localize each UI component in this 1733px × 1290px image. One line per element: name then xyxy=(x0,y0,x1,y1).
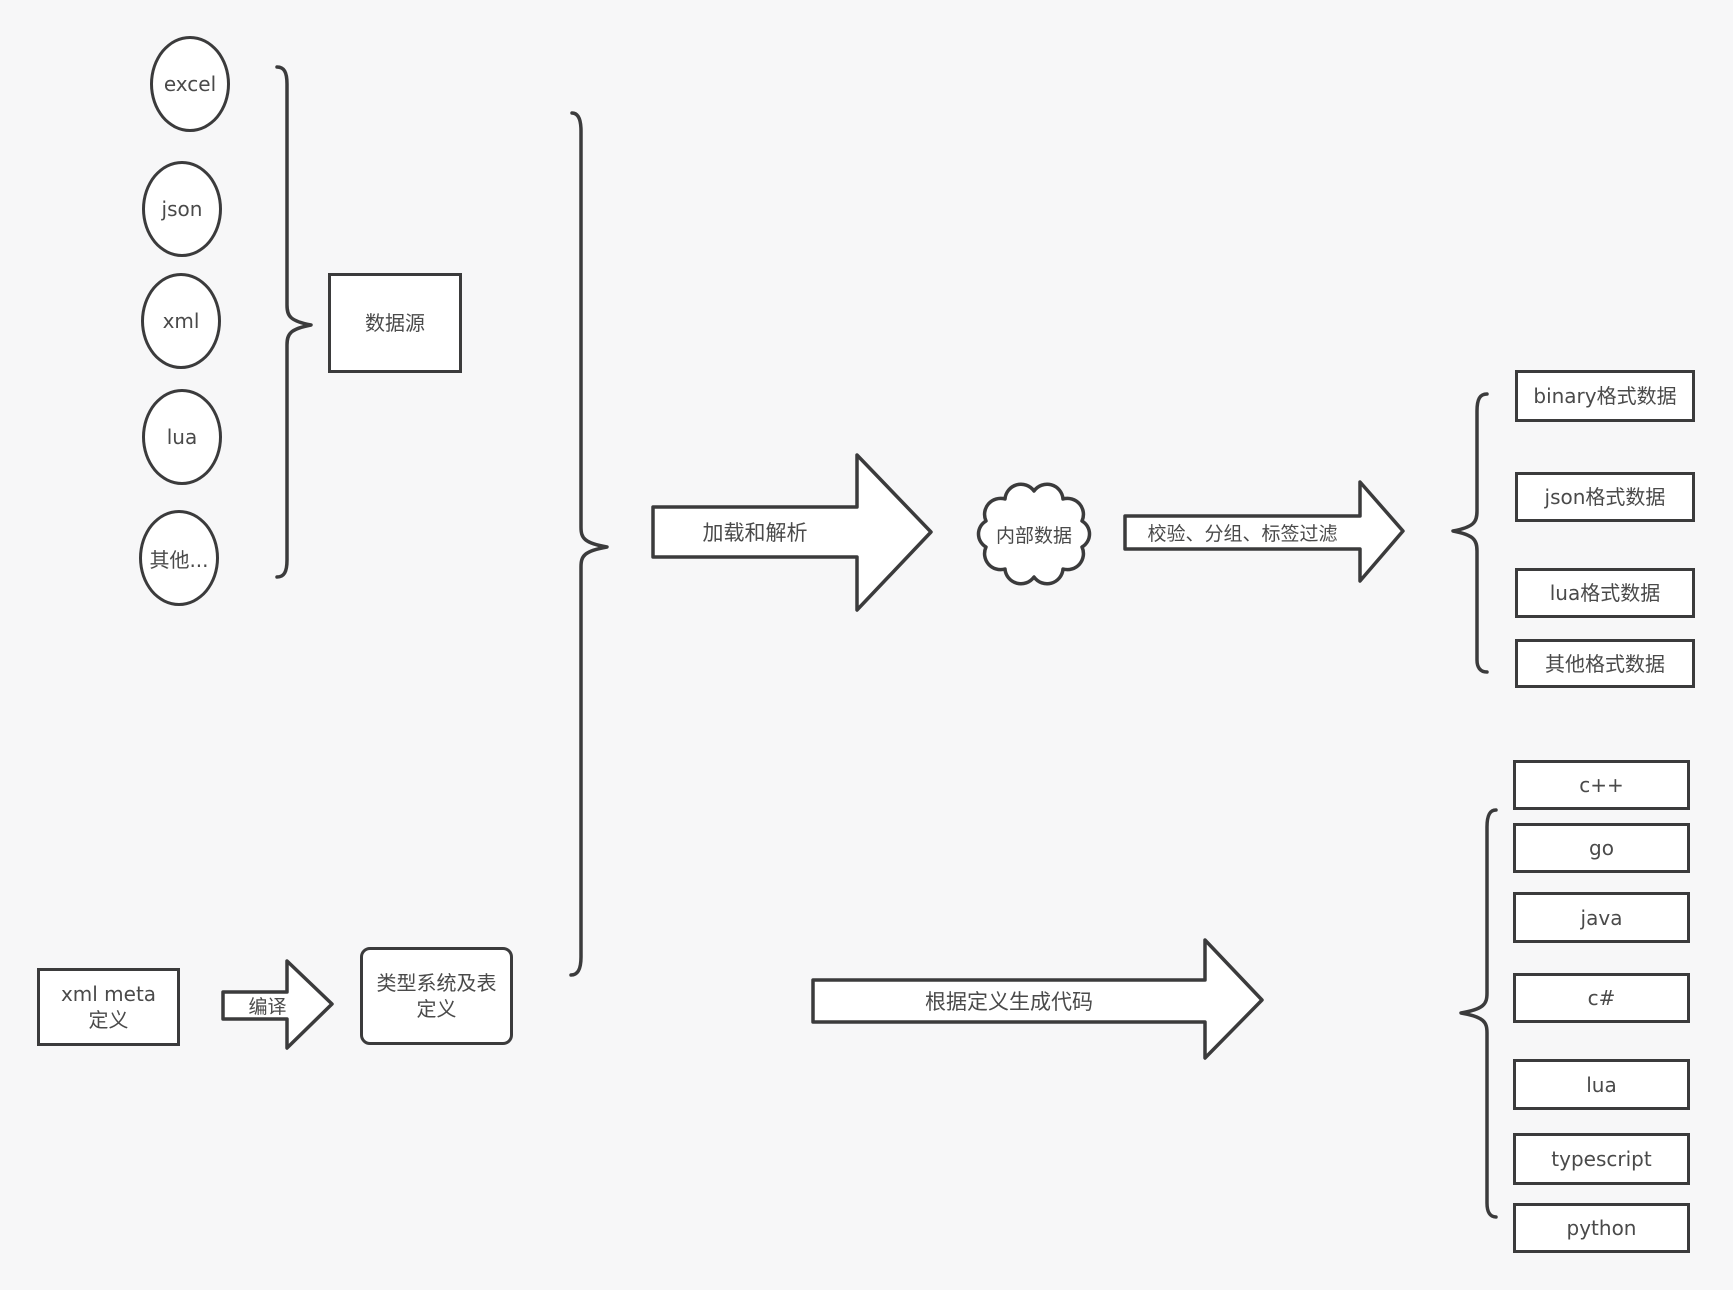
source-node-label: excel xyxy=(163,72,217,96)
compile-arrow-label: 编译 xyxy=(248,995,287,1018)
language-box-label: c++ xyxy=(1579,773,1624,797)
language-box-go: go xyxy=(1513,823,1690,873)
internal-data-label: 内部数据 xyxy=(995,524,1072,547)
load-parse-arrow-label: 加载和解析 xyxy=(702,521,808,545)
formats-brace xyxy=(1451,392,1489,674)
xml-meta-label: xml meta定义 xyxy=(60,982,157,1032)
language-box-typescript: typescript xyxy=(1513,1133,1690,1185)
type-system-label: 类型系统及表定义 xyxy=(376,971,497,1021)
source-node-xml: xml xyxy=(141,273,221,369)
language-box-label: typescript xyxy=(1551,1147,1652,1171)
source-node-json: json xyxy=(142,161,222,257)
pipeline-input-brace xyxy=(569,111,609,977)
filter-arrow-label: 校验、分组、标签过滤 xyxy=(1147,522,1338,545)
xml-meta-box: xml meta定义 xyxy=(37,968,180,1046)
language-box-csharp: c# xyxy=(1513,973,1690,1023)
compile-arrow xyxy=(221,959,334,1050)
source-node-label: json xyxy=(161,197,203,221)
format-box-other: 其他格式数据 xyxy=(1515,639,1695,688)
type-system-box: 类型系统及表定义 xyxy=(360,947,513,1045)
language-box-lua: lua xyxy=(1513,1059,1690,1110)
source-node-label: 其他... xyxy=(149,547,209,572)
codegen-arrow xyxy=(811,938,1264,1060)
language-box-cpp: c++ xyxy=(1513,760,1690,810)
languages-brace xyxy=(1459,808,1498,1219)
datasource-group-label: 数据源 xyxy=(365,311,425,335)
source-node-other: 其他... xyxy=(139,510,219,606)
source-node-label: lua xyxy=(166,425,198,449)
internal-data-cloud xyxy=(976,482,1092,586)
source-node-label: xml xyxy=(162,309,200,333)
language-box-label: java xyxy=(1580,905,1623,930)
filter-arrow xyxy=(1123,480,1405,583)
source-node-lua: lua xyxy=(142,389,222,485)
datasource-group-box: 数据源 xyxy=(328,273,462,373)
format-box-json: json格式数据 xyxy=(1515,472,1695,522)
format-box-label: binary格式数据 xyxy=(1533,384,1677,408)
source-node-excel: excel xyxy=(150,36,230,132)
language-box-java: java xyxy=(1513,892,1690,943)
load-parse-arrow xyxy=(651,453,933,612)
format-box-binary: binary格式数据 xyxy=(1515,370,1695,422)
codegen-arrow-label: 根据定义生成代码 xyxy=(925,990,1093,1014)
language-box-label: go xyxy=(1589,836,1614,860)
language-box-label: c# xyxy=(1587,986,1616,1010)
format-box-lua: lua格式数据 xyxy=(1515,568,1695,618)
format-box-label: lua格式数据 xyxy=(1549,581,1661,605)
language-box-python: python xyxy=(1513,1203,1690,1253)
format-box-label: json格式数据 xyxy=(1544,485,1666,509)
language-box-label: lua xyxy=(1586,1072,1617,1097)
language-box-label: python xyxy=(1566,1216,1637,1240)
format-box-label: 其他格式数据 xyxy=(1545,651,1665,676)
sources-brace xyxy=(275,65,313,579)
